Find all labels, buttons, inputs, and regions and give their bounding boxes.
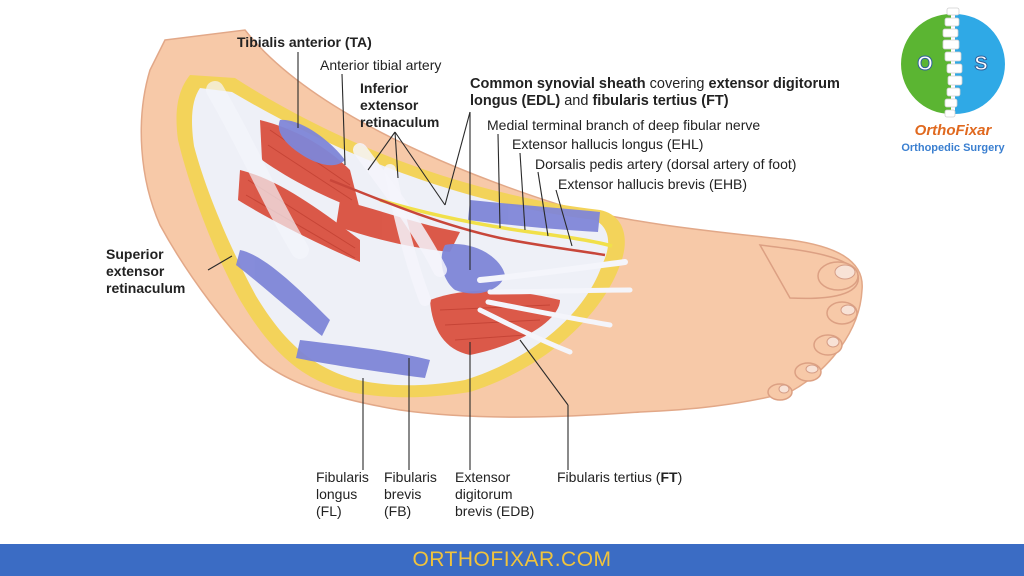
logo-letter-o: O: [917, 53, 933, 75]
label-extensor-hallucis-brevis: Extensor hallucis brevis (EHB): [558, 176, 748, 192]
label-fibularis-tertius: Fibularis tertius (FT): [557, 469, 682, 486]
orthofixar-logo: O S: [901, 7, 1005, 118]
label-fl-line3: (FL): [316, 503, 342, 519]
synovial-sheaths: [236, 119, 600, 378]
label-tibialis-anterior: Tibialis anterior (TA): [237, 34, 372, 50]
label-sheath-part2: covering: [645, 76, 709, 92]
label-fl-line1: Fibularis: [316, 469, 369, 485]
label-fb-line1: Fibularis: [384, 469, 437, 485]
label-ft-part1: Fibularis tertius (: [557, 469, 661, 485]
label-anterior-tibial-artery: Anterior tibial artery: [320, 57, 442, 73]
label-superior-retinaculum-line2: extensor: [106, 263, 165, 279]
label-superior-extensor-retinaculum: Superior extensor retinaculum: [106, 246, 185, 297]
label-ft-part3: ): [677, 469, 683, 485]
label-inferior-extensor-retinaculum: Inferior extensor retinaculum: [360, 80, 439, 131]
label-superior-retinaculum-line3: retinaculum: [106, 280, 186, 296]
spine-icon: [942, 7, 963, 118]
label-medial-terminal-branch: Medial terminal branch of deep fibular n…: [487, 117, 761, 133]
label-sheath-part6: fibularis tertius (FT): [592, 93, 729, 109]
deep-fibular-nerve: [379, 198, 613, 248]
label-sheath-part3: extensor digitorum: [708, 76, 840, 92]
label-inferior-retinaculum-line1: Inferior: [360, 80, 409, 96]
label-superior-retinaculum-line1: Superior: [106, 246, 164, 262]
label-edb-line3: brevis (EDB): [455, 503, 535, 519]
label-fb-line2: brevis: [384, 486, 422, 502]
label-edb-line2: digitorum: [455, 486, 513, 502]
dorsalis-pedis-artery: [329, 178, 606, 257]
label-sheath-part1: Common synovial sheath: [470, 76, 646, 92]
leader-lines: [207, 52, 573, 470]
label-fibularis-longus: Fibularis longus (FL): [316, 469, 369, 520]
label-inferior-retinaculum-line2: extensor: [360, 97, 419, 113]
label-fb-line3: (FB): [384, 503, 412, 519]
label-common-synovial-sheath: Common synovial sheath covering extensor…: [470, 76, 840, 110]
logo-title: OrthoFixar: [914, 122, 992, 139]
label-inferior-retinaculum-line3: retinaculum: [360, 114, 440, 130]
logo-blue-half: [955, 14, 1005, 114]
label-fl-line2: longus: [316, 486, 358, 502]
label-fibularis-brevis: Fibularis brevis (FB): [384, 469, 437, 520]
logo-letter-s: S: [974, 53, 987, 75]
label-sheath-part5: and: [560, 93, 593, 109]
footer-site-link[interactable]: ORTHOFIXAR.COM: [412, 548, 612, 571]
label-extensor-hallucis-longus: Extensor hallucis longus (EHL): [512, 136, 704, 152]
muscle-striations: [245, 129, 551, 341]
label-ft-part2: FT: [660, 469, 678, 485]
logo-subtitle: Orthopedic Surgery: [901, 142, 1005, 154]
label-extensor-digitorum-brevis: Extensor digitorum brevis (EDB): [455, 469, 534, 520]
toenails: [778, 264, 856, 394]
foot-anatomy-illustration: [140, 29, 863, 470]
label-edb-line1: Extensor: [455, 469, 511, 485]
footer-bar: ORTHOFIXAR.COM: [0, 544, 1024, 576]
label-dorsalis-pedis-artery: Dorsalis pedis artery (dorsal artery of …: [535, 156, 797, 172]
logo-green-half: [901, 14, 951, 114]
label-sheath-part4: longus (EDL): [470, 93, 561, 109]
